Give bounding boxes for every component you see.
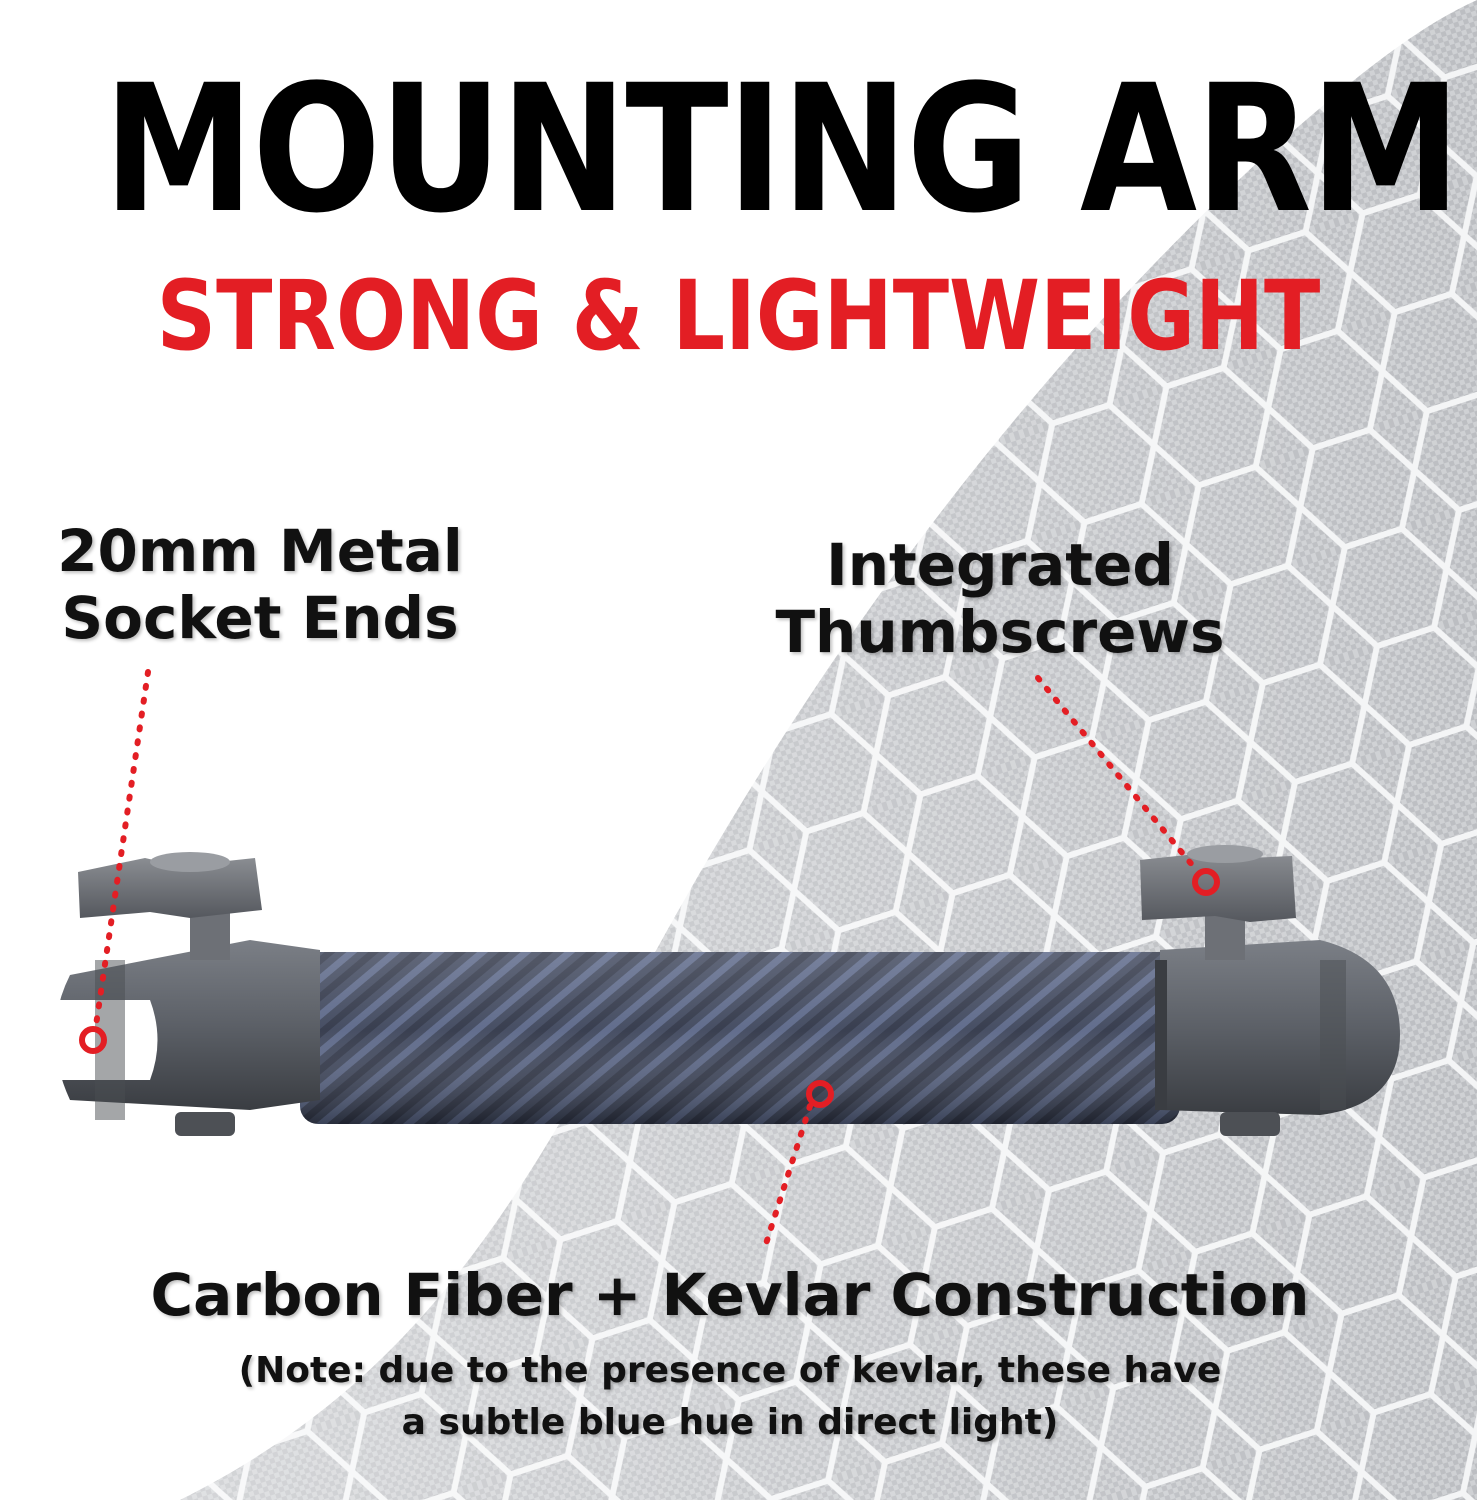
callout-thumbscrews-line1: Integrated bbox=[826, 531, 1174, 599]
page-subtitle: STRONG & LIGHTWEIGHT bbox=[156, 260, 1321, 372]
left-thumbscrew bbox=[78, 852, 262, 960]
pointer-carbon-construction bbox=[761, 1080, 834, 1253]
callout-thumbscrews-line2: Thumbscrews bbox=[775, 597, 1225, 666]
callout-socket-ends-line1: 20mm Metal bbox=[57, 517, 463, 585]
callout-thumbscrews: Integrated Thumbscrews bbox=[760, 532, 1240, 665]
note-line1: (Note: due to the presence of kevlar, th… bbox=[238, 1350, 1222, 1391]
pointer-socket-ends bbox=[79, 669, 151, 1054]
callout-kevlar-note: (Note: due to the presence of kevlar, th… bbox=[110, 1345, 1350, 1449]
pointer-thumbscrews bbox=[1035, 675, 1220, 896]
carbon-fiber-tube bbox=[300, 952, 1180, 1124]
page-title: MOUNTING ARM bbox=[103, 47, 1460, 252]
left-socket-end bbox=[48, 940, 320, 1136]
callout-socket-ends: 20mm Metal Socket Ends bbox=[40, 518, 480, 651]
right-socket-end bbox=[1155, 940, 1400, 1136]
callout-construction: Carbon Fiber + Kevlar Construction bbox=[150, 1261, 1310, 1329]
note-line2: a subtle blue hue in direct light) bbox=[401, 1402, 1059, 1444]
callout-socket-ends-line2: Socket Ends bbox=[61, 583, 459, 652]
right-thumbscrew bbox=[1140, 845, 1296, 960]
